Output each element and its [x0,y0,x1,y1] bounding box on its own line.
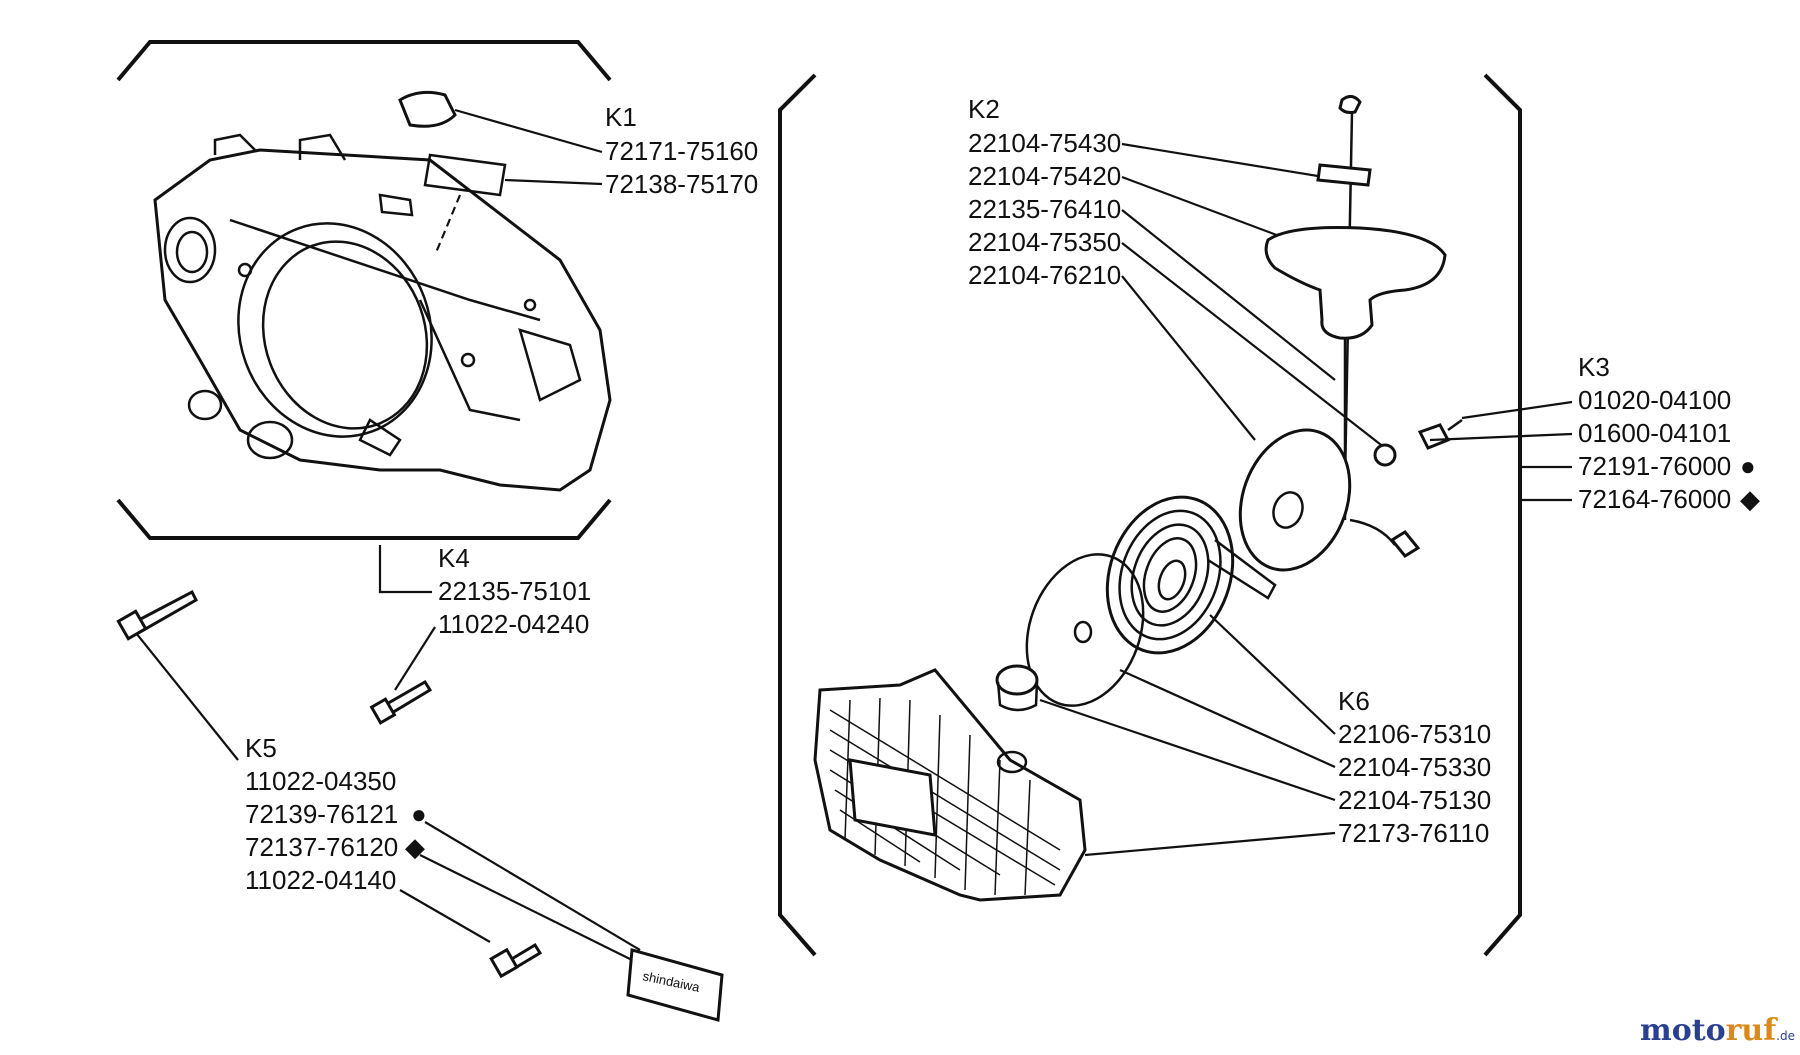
part-number-11022-04350: 11022-04350 [245,766,396,796]
logo-part2: ruf [1726,1013,1779,1048]
circle-marker-72139-76121: ● [411,799,427,829]
motoruf-logo: motoruf.de [1640,1013,1795,1048]
part-number-22104-75130: 22104-75130 [1338,785,1491,815]
part-number-72139-76121: 72139-76121 [245,799,398,829]
bolt-11022-04350-drawing [116,589,198,641]
k4-group: K4 22135-75101 11022-04240 [369,543,591,725]
fan-housing-cover-drawing [153,90,612,492]
k6-group: K6 22106-75310 22104-75330 22104-75130 7… [1039,614,1491,857]
logo-part1: moto [1640,1013,1726,1048]
k6-label: K6 [1338,686,1370,716]
k5-group: K5 11022-04350 72139-76121 ● 72137-76120… [116,589,724,1022]
housing-frame-brackets [116,40,612,540]
starter-cover-drawing [813,668,1087,902]
k1-group: K1 72171-75160 72138-75170 [454,102,758,199]
screw-11022-04140-drawing [489,942,543,979]
diamond-marker-72137-76120: ◆ [405,832,425,862]
part-number-22104-75330: 22104-75330 [1338,752,1491,782]
k5-label: K5 [245,733,277,763]
k1-label: K1 [605,102,637,132]
part-number-01020-04100: 01020-04100 [1578,385,1731,415]
part-number-22104-75430: 22104-75430 [968,128,1121,158]
part-number-72164-76000: 72164-76000 [1578,484,1731,514]
k3-group: K3 01020-04100 01600-04101 72191-76000 ●… [1429,352,1760,514]
svg-text:motoruf.de: motoruf.de [1640,1013,1795,1048]
circle-marker-72191-76000: ● [1740,451,1756,481]
recoil-spring-drawing [1105,495,1277,655]
k4-label: K4 [438,543,470,573]
part-number-22104-75420: 22104-75420 [968,161,1121,191]
part-number-11022-04240: 11022-04240 [438,609,589,639]
part-number-22104-75350: 22104-75350 [968,227,1121,257]
part-number-22135-75101: 22135-75101 [438,576,591,606]
shindaiwa-decal-drawing: shindaiwa [626,948,724,1022]
part-number-01600-04101: 01600-04101 [1578,418,1731,448]
part-number-22106-75310: 22106-75310 [1338,719,1491,749]
part-number-72137-76120: 72137-76120 [245,832,398,862]
starter-handle-drawing [1264,95,1447,558]
spring-plate-drawing [1025,553,1145,707]
logo-suffix: .de [1776,1029,1795,1043]
part-number-72173-76110: 72173-76110 [1338,818,1489,848]
starter-cap-drawing [995,664,1039,774]
part-number-72171-75160: 72171-75160 [605,136,758,166]
starter-reel-drawing [1238,418,1463,572]
k3-label: K3 [1578,352,1610,382]
part-number-11022-04140: 11022-04140 [245,865,396,895]
part-number-72191-76000: 72191-76000 [1578,451,1731,481]
k2-label: K2 [968,94,1000,124]
part-number-22104-76210: 22104-76210 [968,260,1121,290]
starter-frame-brackets [778,73,1522,957]
part-number-22135-76410: 22135-76410 [968,194,1121,224]
part-number-72138-75170: 72138-75170 [605,169,758,199]
screw-11022-04240-drawing [369,679,433,725]
k2-group: K2 22104-75430 22104-75420 22135-76410 2… [968,94,1386,449]
diamond-marker-72164-76000: ◆ [1740,484,1760,514]
